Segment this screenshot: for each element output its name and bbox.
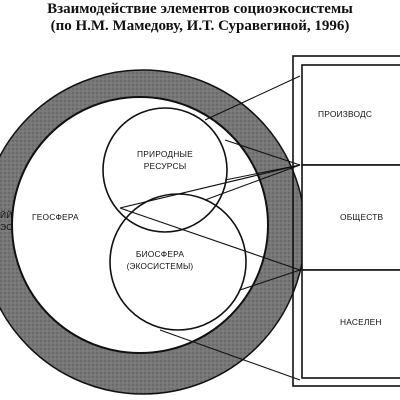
natural-resources-label-1: ПРИРОДНЫЕ	[137, 149, 193, 159]
outer-ring-label-2: ЭС	[0, 222, 12, 232]
geosphere-circle	[11, 96, 269, 354]
connector-lines	[119, 75, 301, 381]
box-society	[301, 164, 400, 271]
box-population	[301, 269, 400, 379]
box-society-label: ОБЩЕСТВ	[340, 212, 384, 222]
natural-resources-label-2: РЕСУРСЫ	[144, 161, 187, 171]
biosphere-label-2: (ЭКОСИСТЕМЫ)	[127, 262, 194, 271]
right-box-group	[292, 55, 400, 387]
title-block: Взаимодействие элементов социоэкосистемы…	[0, 0, 400, 35]
natural-resources-circle	[102, 107, 228, 233]
geosphere-label: ГЕОСФЕРА	[32, 212, 79, 222]
diagram-subtitle: (по Н.М. Мамедову, И.Т. Суравегиной, 199…	[50, 18, 350, 34]
diagram-title: Взаимодействие элементов социоэкосистемы	[47, 1, 353, 17]
outer-ring-label-1: ЙЙ	[0, 209, 12, 220]
box-production-label: ПРОИЗВОДС	[318, 109, 372, 119]
biosphere-label-1: БИОСФЕРА	[136, 249, 184, 259]
box-population-label: НАСЕЛЕН	[340, 317, 382, 327]
